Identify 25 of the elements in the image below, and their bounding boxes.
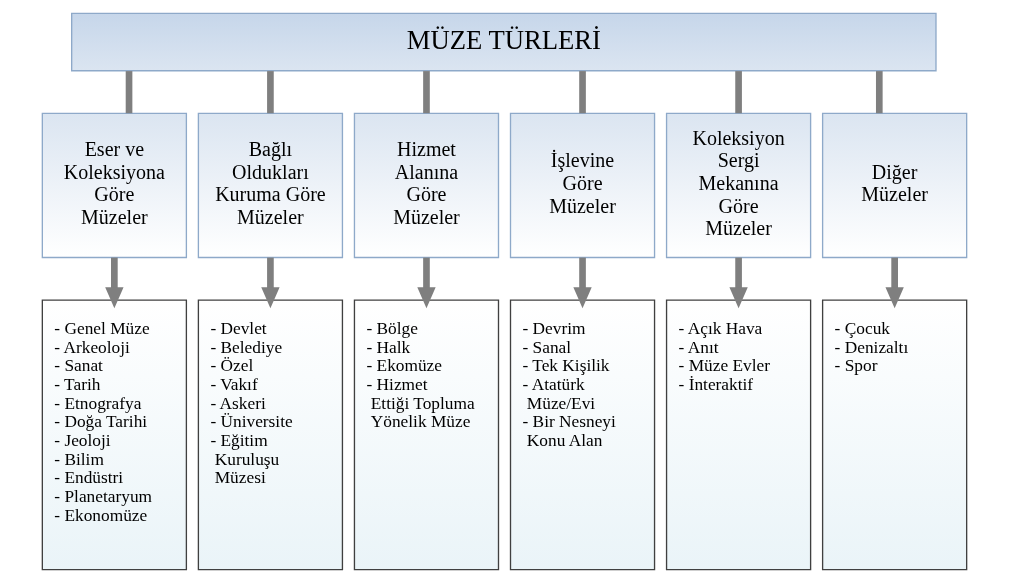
node-box: Diğer Müzeler (821, 112, 968, 259)
node-box: - Bölge - Halk - Ekomüze - Hizmet Ettiği Topluma Yönelik Müze (353, 299, 500, 571)
node-box: Bağlı Oldukları Kuruma Göre Müzeler (197, 112, 344, 259)
arrow (885, 257, 904, 309)
node-box: - Devrim - Sanal - Tek Kişilik - Atatürk Müze/Evi - Bir Nesneyi Konu Alan (509, 299, 656, 571)
node-box: İşlevine Göre Müzeler (509, 112, 656, 259)
node-box: Koleksiyon Sergi Mekanına Göre Müzeler (665, 112, 812, 259)
node-box: - Devlet - Belediye - Özel - Vakıf - Askeri - Üniversite - Eğitim Kuruluşu Müzesi (197, 299, 344, 571)
node-box: Eser ve Koleksiyona Göre Müzeler (41, 112, 188, 259)
node-box: - Çocuk - Denizaltı - Spor (821, 299, 968, 571)
node-box: - Genel Müze - Arkeoloji - Sanat - Tarih - Etnografya - Doğa Tarihi - Jeoloji - Bilim - Endüstri - Planetaryum - Ekonomüze (41, 299, 188, 571)
node-box: MÜZE TÜRLERİ (71, 12, 937, 72)
arrow (417, 257, 436, 309)
connector (875, 71, 883, 114)
node-box: Hizmet Alanına Göre Müzeler (353, 112, 500, 259)
connector (125, 71, 133, 114)
arrow (729, 257, 748, 309)
connector (267, 71, 274, 114)
connector (579, 71, 586, 114)
arrow (573, 257, 592, 309)
connector (423, 71, 430, 114)
node-box: - Açık Hava - Anıt - Müze Evler - İnteraktif (665, 299, 812, 571)
arrow (105, 257, 124, 309)
connector (735, 71, 742, 114)
arrow (261, 257, 280, 309)
